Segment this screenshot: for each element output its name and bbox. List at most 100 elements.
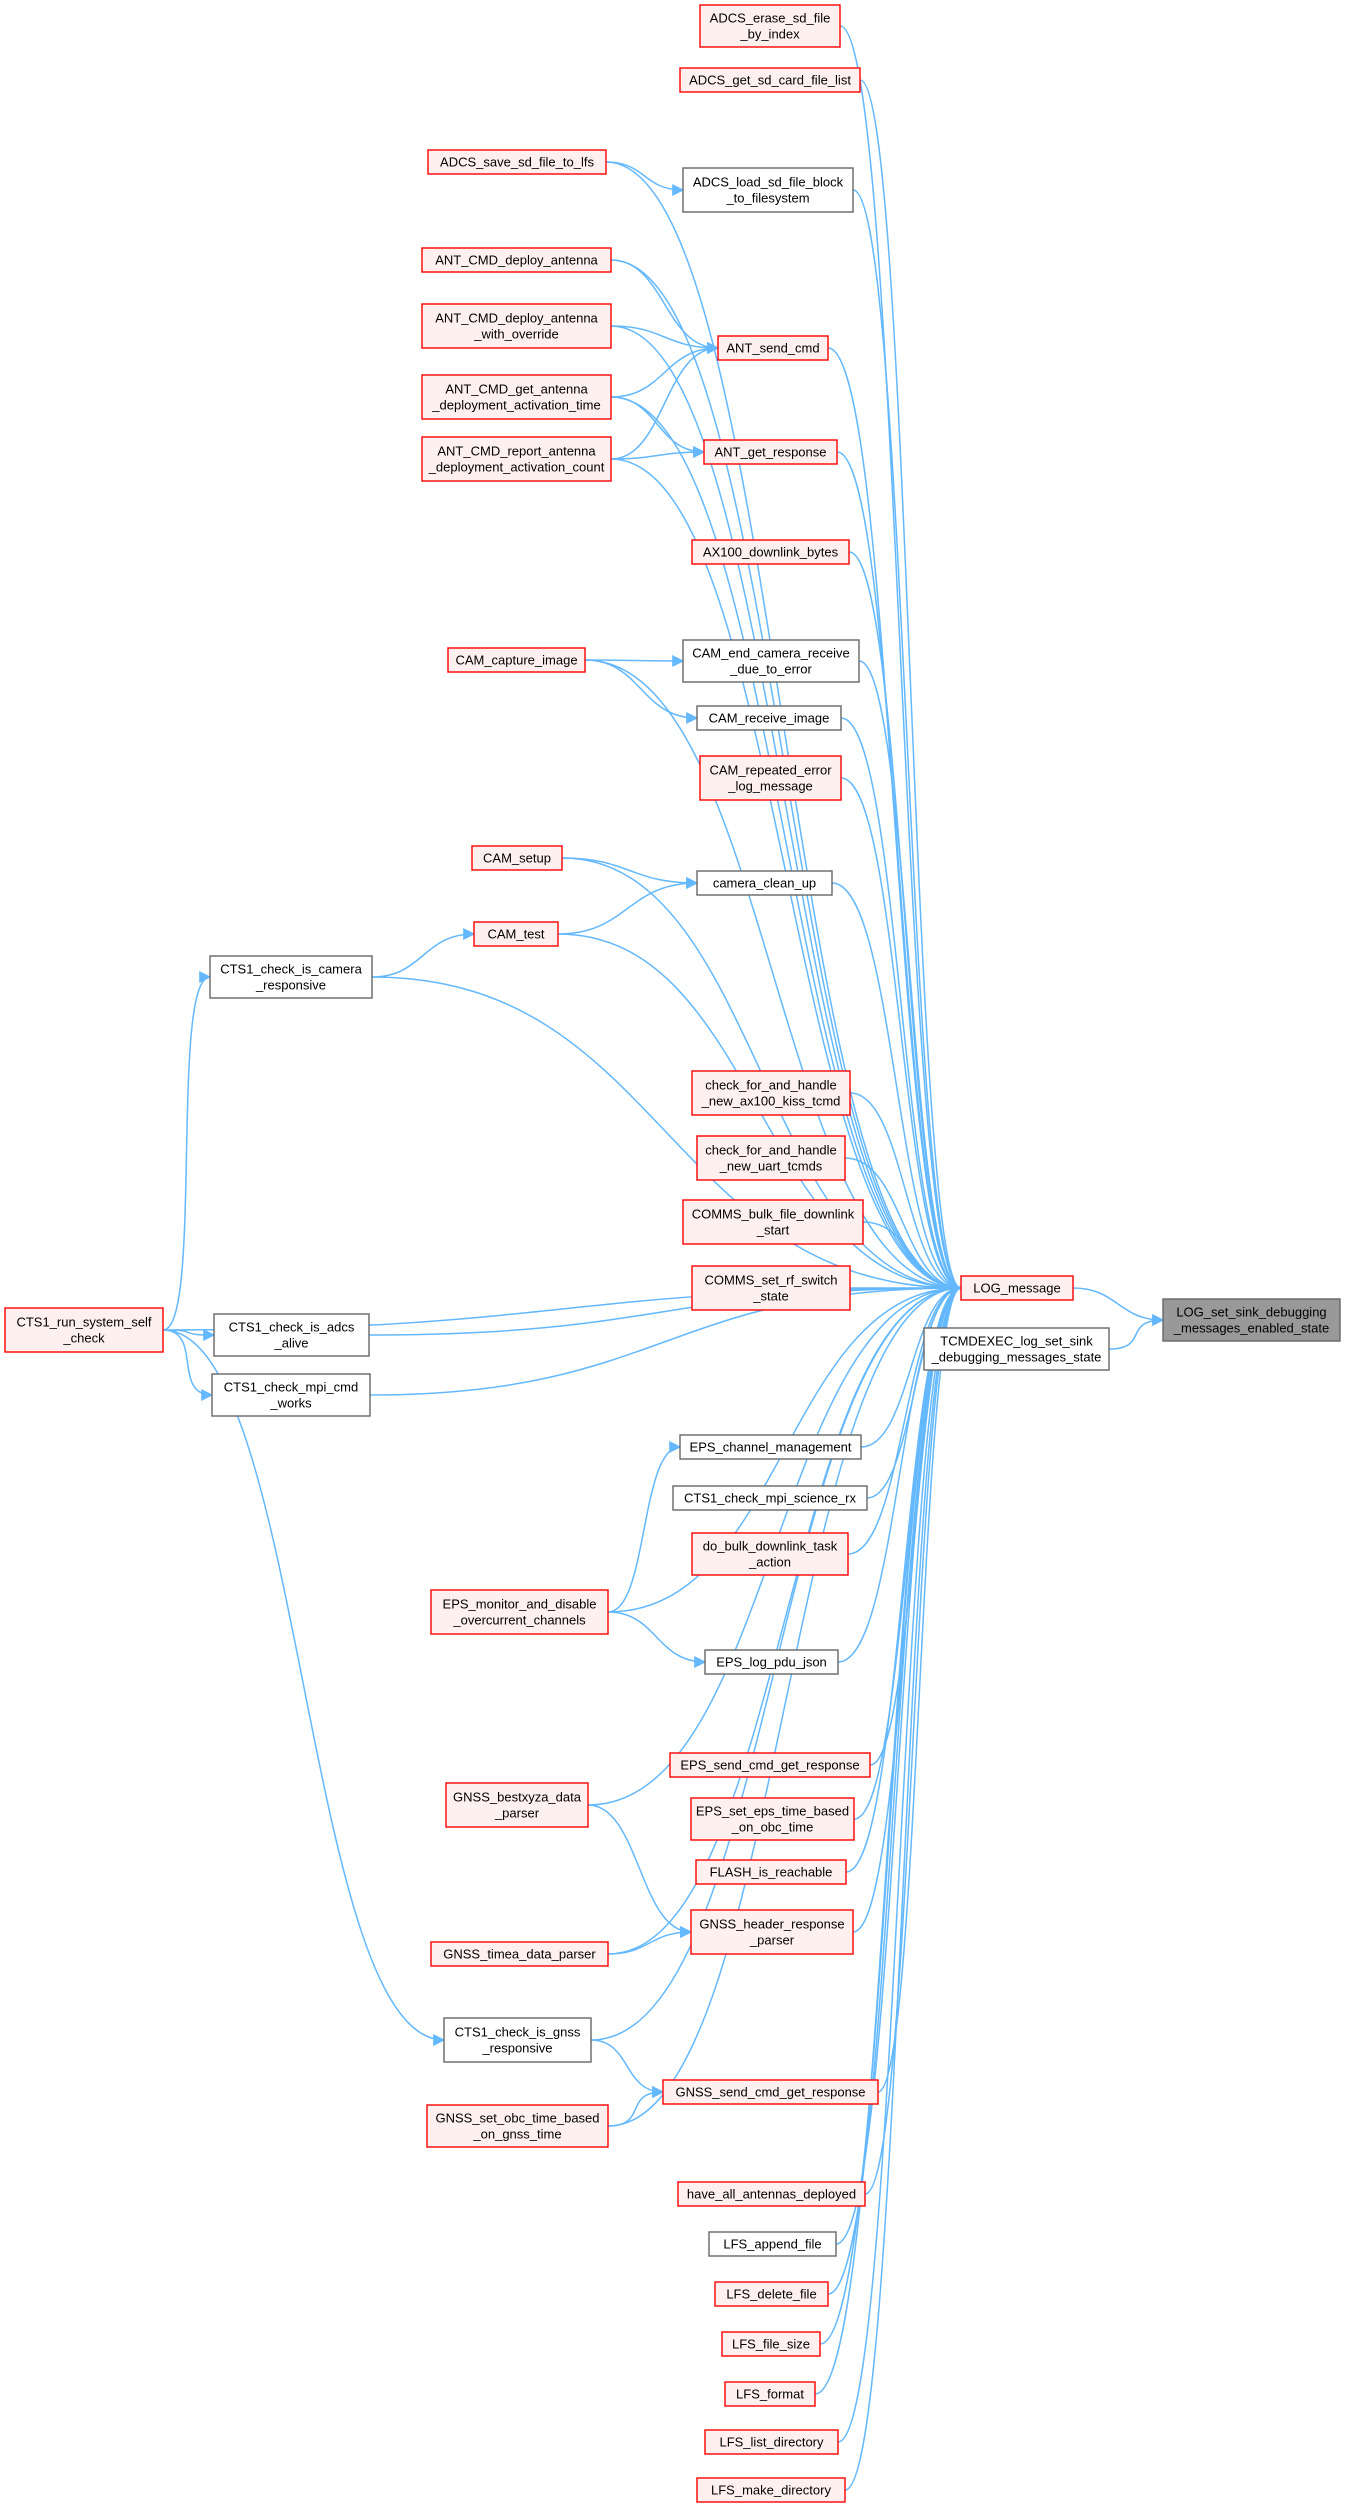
node-ant-send-cmd[interactable]: ANT_send_cmd [717, 335, 829, 361]
node-box[interactable] [691, 539, 850, 565]
node-box[interactable] [662, 2079, 879, 2105]
node-box[interactable] [690, 1797, 855, 1841]
node-box[interactable] [421, 247, 612, 273]
node-eps-log-pdu[interactable]: EPS_log_pdu_json [704, 1649, 839, 1675]
node-flash-reachable[interactable]: FLASH_is_reachable [695, 1859, 847, 1885]
node-adcs-save[interactable]: ADCS_save_sd_file_to_lfs [427, 149, 607, 175]
node-ant-deploy[interactable]: ANT_CMD_deploy_antenna [421, 247, 612, 273]
node-box[interactable] [695, 1859, 847, 1885]
node-do-bulk[interactable]: do_bulk_downlink_task_action [691, 1532, 849, 1576]
node-cam-receive[interactable]: CAM_receive_image [696, 705, 842, 731]
node-box[interactable] [669, 1752, 871, 1778]
node-comms-bulk[interactable]: COMMS_bulk_file_downlink_start [682, 1199, 864, 1245]
node-gnss-send-cmd[interactable]: GNSS_send_cmd_get_response [662, 2079, 879, 2105]
node-gnss-header[interactable]: GNSS_header_response_parser [690, 1909, 854, 1955]
node-box[interactable] [703, 439, 838, 465]
node-cts1-camera[interactable]: CTS1_check_is_camera_responsive [209, 955, 373, 999]
node-lfs-make-dir[interactable]: LFS_make_directory [696, 2477, 846, 2503]
node-adcs-erase[interactable]: ADCS_erase_sd_file_by_index [699, 4, 841, 48]
node-gnss-set-obc[interactable]: GNSS_set_obc_time_based_on_gnss_time [426, 2104, 609, 2148]
node-cam-capture[interactable]: CAM_capture_image [447, 647, 586, 673]
node-box[interactable] [679, 1434, 862, 1460]
node-box[interactable] [4, 1307, 164, 1353]
node-box[interactable] [696, 870, 833, 896]
node-box[interactable] [447, 647, 586, 673]
node-log-set-sink[interactable]: LOG_set_sink_debugging_messages_enabled_… [1162, 1298, 1341, 1342]
node-eps-monitor[interactable]: EPS_monitor_and_disable_overcurrent_chan… [430, 1589, 609, 1635]
node-ant-deploy-override[interactable]: ANT_CMD_deploy_antenna_with_override [421, 303, 612, 349]
node-box[interactable] [704, 2429, 839, 2455]
node-box[interactable] [427, 149, 607, 175]
node-cts1-adcs[interactable]: CTS1_check_is_adcs_alive [213, 1313, 370, 1357]
node-ant-report-count[interactable]: ANT_CMD_report_antenna_deployment_activa… [421, 436, 612, 482]
node-ax100-downlink[interactable]: AX100_downlink_bytes [691, 539, 850, 565]
node-box[interactable] [672, 1485, 868, 1511]
node-eps-set-time[interactable]: EPS_set_eps_time_based_on_obc_time [690, 1797, 855, 1841]
node-box[interactable] [696, 1135, 846, 1181]
node-cts1-gnss[interactable]: CTS1_check_is_gnss_responsive [443, 2017, 592, 2063]
node-cam-setup[interactable]: CAM_setup [471, 845, 563, 871]
node-box[interactable] [704, 1649, 839, 1675]
node-box[interactable] [682, 167, 854, 213]
node-box[interactable] [721, 2331, 821, 2357]
node-box[interactable] [708, 2231, 837, 2257]
node-cts1-mpi-cmd[interactable]: CTS1_check_mpi_cmd_works [211, 1373, 371, 1417]
node-box[interactable] [699, 4, 841, 48]
node-box[interactable] [677, 2181, 866, 2207]
node-box[interactable] [426, 2104, 609, 2148]
node-check-uart[interactable]: check_for_and_handle_new_uart_tcmds [696, 1135, 846, 1181]
node-box[interactable] [421, 374, 612, 420]
node-box[interactable] [213, 1313, 370, 1357]
node-box[interactable] [1162, 1298, 1341, 1342]
node-box[interactable] [211, 1373, 371, 1417]
node-box[interactable] [691, 1070, 851, 1116]
node-cts1-mpi-science[interactable]: CTS1_check_mpi_science_rx [672, 1485, 868, 1511]
node-box[interactable] [443, 2017, 592, 2063]
node-adcs-load[interactable]: ADCS_load_sd_file_block_to_filesystem [682, 167, 854, 213]
node-lfs-file-size[interactable]: LFS_file_size [721, 2331, 821, 2357]
node-box[interactable] [696, 705, 842, 731]
node-cts1-self-check[interactable]: CTS1_run_system_self_check [4, 1307, 164, 1353]
node-box[interactable] [445, 1782, 589, 1828]
node-box[interactable] [699, 755, 842, 801]
node-box[interactable] [696, 2477, 846, 2503]
node-box[interactable] [471, 845, 563, 871]
node-box[interactable] [682, 639, 860, 683]
node-box[interactable] [690, 1909, 854, 1955]
node-box[interactable] [209, 955, 373, 999]
node-box[interactable] [724, 2381, 816, 2407]
node-cam-end-receive[interactable]: CAM_end_camera_receive_due_to_error [682, 639, 860, 683]
node-box[interactable] [717, 335, 829, 361]
node-box[interactable] [923, 1327, 1110, 1371]
node-ant-get-response[interactable]: ANT_get_response [703, 439, 838, 465]
node-box[interactable] [430, 1589, 609, 1635]
node-box[interactable] [691, 1532, 849, 1576]
node-lfs-delete[interactable]: LFS_delete_file [714, 2281, 829, 2307]
node-box[interactable] [691, 1265, 851, 1311]
node-cam-test[interactable]: CAM_test [473, 921, 559, 947]
node-box[interactable] [679, 67, 861, 93]
node-eps-send-cmd[interactable]: EPS_send_cmd_get_response [669, 1752, 871, 1778]
node-have-all-ant[interactable]: have_all_antennas_deployed [677, 2181, 866, 2207]
node-box[interactable] [421, 303, 612, 349]
node-gnss-bestxyza[interactable]: GNSS_bestxyza_data_parser [445, 1782, 589, 1828]
node-box[interactable] [473, 921, 559, 947]
node-box[interactable] [682, 1199, 864, 1245]
node-camera-clean-up[interactable]: camera_clean_up [696, 870, 833, 896]
node-box[interactable] [960, 1275, 1074, 1301]
node-box[interactable] [421, 436, 612, 482]
node-lfs-list-dir[interactable]: LFS_list_directory [704, 2429, 839, 2455]
node-eps-channel[interactable]: EPS_channel_management [679, 1434, 862, 1460]
node-tcmdexec-log[interactable]: TCMDEXEC_log_set_sink_debugging_messages… [923, 1327, 1110, 1371]
node-gnss-timea[interactable]: GNSS_timea_data_parser [430, 1941, 609, 1967]
node-log-message[interactable]: LOG_message [960, 1275, 1074, 1301]
node-check-ax100[interactable]: check_for_and_handle_new_ax100_kiss_tcmd [691, 1070, 851, 1116]
node-cam-repeated[interactable]: CAM_repeated_error_log_message [699, 755, 842, 801]
node-box[interactable] [430, 1941, 609, 1967]
node-ant-get-time[interactable]: ANT_CMD_get_antenna_deployment_activatio… [421, 374, 612, 420]
node-lfs-format[interactable]: LFS_format [724, 2381, 816, 2407]
node-comms-rf[interactable]: COMMS_set_rf_switch_state [691, 1265, 851, 1311]
node-lfs-append[interactable]: LFS_append_file [708, 2231, 837, 2257]
node-adcs-get-list[interactable]: ADCS_get_sd_card_file_list [679, 67, 861, 93]
node-box[interactable] [714, 2281, 829, 2307]
